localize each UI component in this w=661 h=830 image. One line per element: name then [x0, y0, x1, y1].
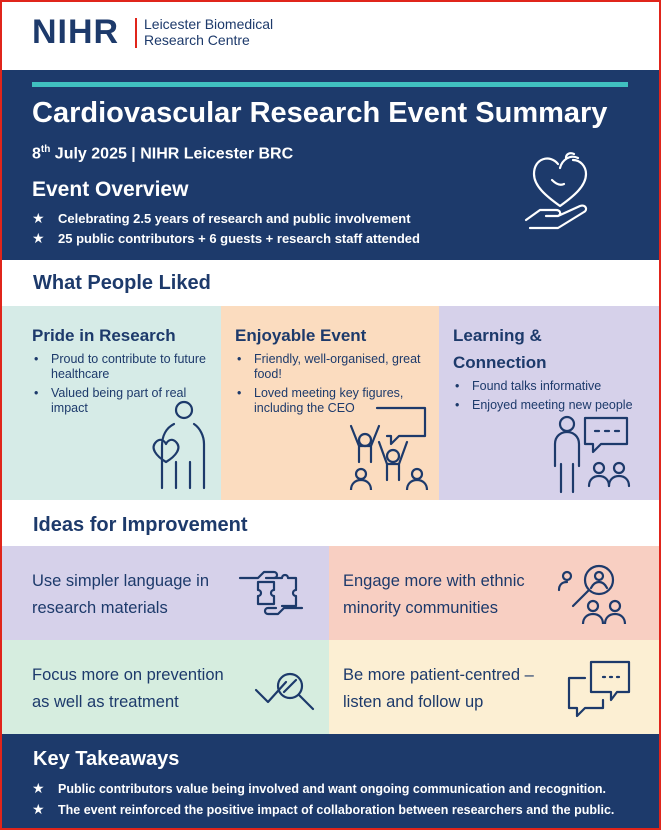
star-icon: ★	[32, 209, 45, 226]
takeaways-section: Key Takeaways ★ Public contributors value…	[2, 734, 659, 828]
panel-enjoyable: Enjoyable Event Friendly, well-organised…	[221, 306, 439, 500]
overview-item-text: Celebrating 2.5 years of research and pu…	[58, 210, 411, 226]
org-line-1: Leicester Biomedical	[144, 16, 274, 32]
list-item: Loved meeting key figures, including the…	[235, 386, 425, 416]
panel-list: Friendly, well-organised, great food! Lo…	[235, 352, 425, 420]
overview-item-text: 25 public contributors + 6 guests + rese…	[58, 230, 420, 246]
teal-divider	[32, 82, 628, 87]
list-item: ★ The event reinforced the positive impac…	[32, 799, 614, 820]
panel-learning: Learning & Connection Found talks inform…	[439, 306, 659, 500]
header: NIHR Leicester Biomedical Research Centr…	[2, 2, 659, 70]
idea-patient-centred: Be more patient-centred – listen and fol…	[329, 640, 659, 734]
idea-text: Focus more on prevention as well as trea…	[32, 666, 224, 711]
liked-heading: What People Liked	[33, 272, 211, 294]
list-item: Found talks informative	[453, 379, 643, 394]
panel-heading: Learning & Connection	[453, 326, 547, 372]
idea-ethnic-minority: Engage more with ethnic minority communi…	[329, 546, 659, 640]
list-item: ★ Public contributors value being involve…	[32, 778, 614, 799]
panel-heading: Enjoyable Event	[235, 326, 367, 345]
panel-pride: Pride in Research Proud to contribute to…	[2, 306, 221, 500]
date-rest: July 2025 | NIHR Leicester BRC	[50, 145, 294, 163]
takeaway-text: The event reinforced the positive impact…	[58, 802, 615, 817]
page-title: Cardiovascular Research Event Summary	[32, 97, 608, 129]
list-item: Valued being part of real impact	[32, 386, 212, 416]
takeaway-text: Public contributors value being involved…	[58, 781, 606, 796]
idea-text: Use simpler language in research materia…	[32, 572, 210, 617]
list-item: Friendly, well-organised, great food!	[235, 352, 425, 382]
idea-prevention: Focus more on prevention as well as trea…	[2, 640, 329, 734]
nihr-logo: NIHR	[32, 13, 120, 51]
panel-list: Found talks informative Enjoyed meeting …	[453, 379, 643, 417]
list-item: Enjoyed meeting new people	[453, 398, 643, 413]
star-icon: ★	[32, 780, 45, 796]
takeaways-heading: Key Takeaways	[33, 748, 180, 770]
idea-simpler-language: Use simpler language in research materia…	[2, 546, 329, 640]
person-holding-heart-icon	[152, 400, 206, 490]
list-item: Proud to contribute to future healthcare	[32, 352, 212, 382]
search-check-icon	[254, 672, 315, 711]
org-name: Leicester Biomedical Research Centre	[144, 16, 273, 48]
list-item: ★ Celebrating 2.5 years of research and p…	[32, 208, 420, 228]
overview-list: ★ Celebrating 2.5 years of research and p…	[32, 208, 420, 248]
speaker-audience-icon	[553, 415, 631, 494]
celebrating-people-icon	[349, 406, 429, 490]
org-line-2: Research Centre	[144, 32, 250, 48]
date-suffix: th	[40, 144, 51, 155]
people-magnifier-icon	[557, 564, 627, 624]
takeaways-list: ★ Public contributors value being involve…	[32, 778, 614, 820]
overview-heading: Event Overview	[32, 178, 189, 201]
event-date: 8th July 2025 | NIHR Leicester BRC	[32, 144, 293, 163]
panel-heading: Pride in Research	[32, 326, 176, 345]
star-icon: ★	[32, 801, 45, 817]
logo-divider	[135, 18, 137, 48]
title-section: Cardiovascular Research Event Summary 8t…	[2, 70, 659, 260]
date-day: 8	[32, 145, 41, 163]
star-icon: ★	[32, 229, 45, 246]
ideas-heading: Ideas for Improvement	[33, 514, 248, 536]
speech-bubbles-icon	[567, 660, 631, 718]
panel-list: Proud to contribute to future healthcare…	[32, 352, 212, 420]
idea-text: Be more patient-centred – listen and fol…	[343, 666, 534, 711]
idea-text: Engage more with ethnic minority communi…	[343, 572, 525, 617]
list-item: ★ 25 public contributors + 6 guests + res…	[32, 228, 420, 248]
heart-in-hand-icon	[524, 152, 588, 230]
puzzle-hands-icon	[238, 570, 304, 616]
